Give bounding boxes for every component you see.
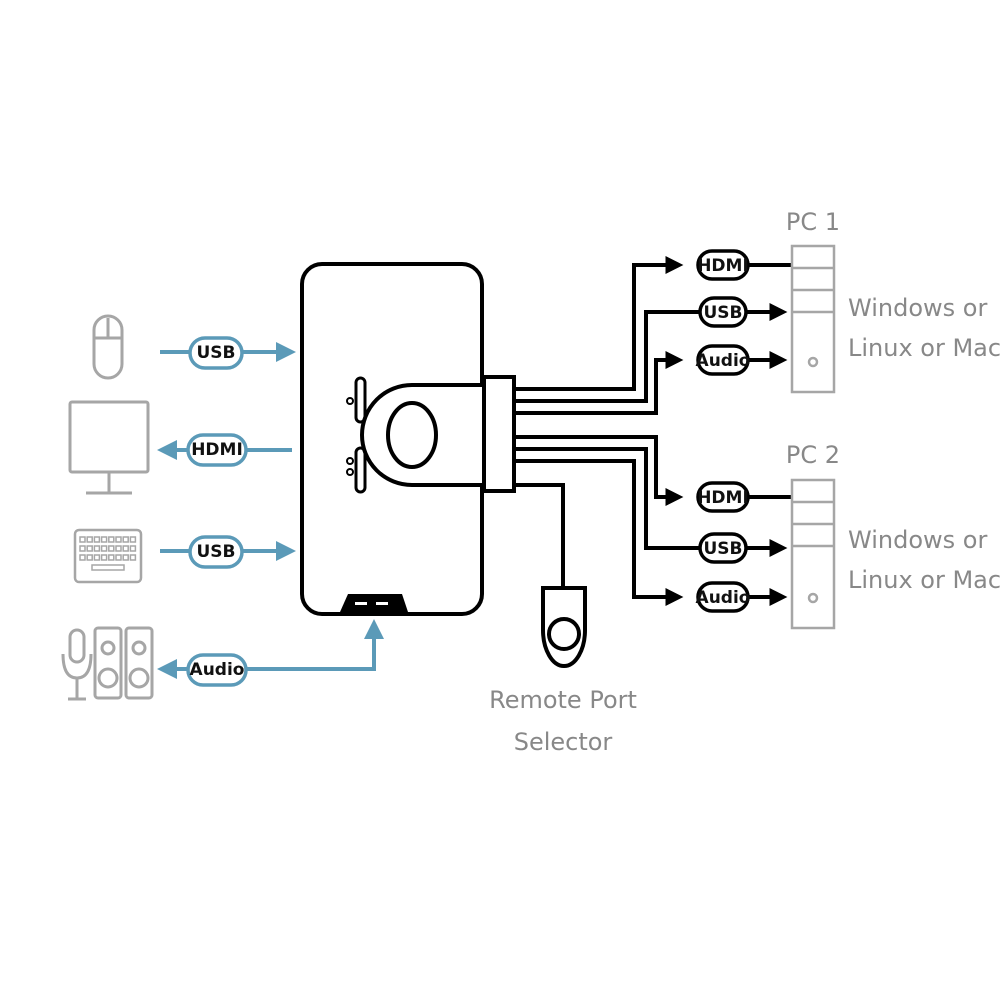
keyboard-key — [122, 554, 129, 561]
port2-led-a — [346, 457, 354, 465]
pc1-hdmi-label: HDMI — [696, 249, 750, 281]
svg-text:USB: USB — [703, 539, 742, 559]
keyboard-key — [93, 554, 101, 561]
pc1-os-line2: Linux or Mac — [848, 334, 1000, 362]
keyboard-spacebar — [91, 564, 125, 571]
keyboard-key — [129, 545, 137, 552]
microphone-speakers-icon — [61, 626, 154, 701]
pc1-hdmi-wire — [514, 256, 684, 391]
remote-label-line2: Selector — [514, 728, 613, 756]
port1-button — [354, 376, 367, 424]
audio-port — [340, 594, 408, 612]
pc2-title: PC 2 — [786, 441, 840, 469]
pc2-usb-wire — [514, 447, 700, 550]
keyboard-key — [100, 545, 108, 552]
pc2-os-line2: Linux or Mac — [848, 566, 1000, 594]
svg-text:USB: USB — [196, 343, 235, 363]
pc-side-lines — [746, 263, 792, 606]
svg-text:Audio: Audio — [190, 660, 245, 680]
keyboard-key — [122, 536, 129, 543]
usb-label-mouse: USB — [188, 336, 244, 370]
keyboard-key — [93, 545, 101, 552]
remote-wire — [514, 483, 565, 588]
pc1-os-line1: Windows or — [848, 294, 987, 322]
port2-button — [354, 446, 367, 494]
keyboard-icon — [73, 528, 143, 584]
pc2-audio-label: Audio — [696, 581, 751, 613]
keyboard-key — [129, 554, 137, 561]
pc1-usb-wire — [514, 310, 700, 403]
keyboard-key — [86, 536, 93, 543]
pc2-hdmi-wire — [514, 435, 684, 506]
pc1-audio-wire — [514, 351, 684, 415]
pc1-tower-icon — [790, 244, 836, 394]
remote-label-line1: Remote Port — [489, 686, 637, 714]
pc1-usb-label: USB — [698, 296, 748, 328]
keyboard-key — [122, 545, 129, 552]
keyboard-key — [79, 554, 86, 561]
usb-label-keyboard: USB — [188, 535, 244, 569]
keyboard-key — [115, 536, 122, 543]
svg-text:HDMI: HDMI — [697, 256, 749, 276]
keyboard-key — [108, 554, 115, 561]
pc2-os-line1: Windows or — [848, 526, 987, 554]
keyboard-key — [115, 554, 122, 561]
remote-port-selector-icon — [541, 586, 587, 668]
svg-text:HDMI: HDMI — [697, 488, 749, 508]
pc2-tower-icon — [790, 478, 836, 630]
svg-text:Audio: Audio — [696, 588, 751, 608]
kvm-switch — [300, 262, 516, 616]
cable-bundle — [514, 256, 700, 606]
keyboard-key — [79, 536, 86, 543]
cable-connector — [482, 375, 516, 493]
port1-led — [346, 397, 354, 405]
keyboard-key — [108, 545, 115, 552]
keyboard-key — [79, 545, 86, 552]
keyboard-key — [115, 545, 122, 552]
audio-label-speakers: Audio — [186, 653, 248, 687]
svg-text:HDMI: HDMI — [191, 440, 243, 460]
pc2-audio-wire — [514, 459, 684, 606]
mouse-icon — [92, 314, 124, 380]
port2-led-b — [346, 468, 354, 476]
keyboard-key — [108, 536, 115, 543]
hdmi-label-monitor: HDMI — [186, 433, 248, 467]
keyboard-key — [86, 554, 93, 561]
svg-text:USB: USB — [196, 542, 235, 562]
keyboard-key — [93, 536, 101, 543]
pc1-title: PC 1 — [786, 208, 840, 236]
keyboard-key — [100, 554, 108, 561]
svg-text:USB: USB — [703, 303, 742, 323]
pc2-hdmi-label: HDMI — [696, 481, 750, 513]
pc1-audio-label: Audio — [696, 344, 751, 376]
svg-text:Audio: Audio — [696, 351, 751, 371]
keyboard-key — [86, 545, 93, 552]
monitor-icon — [68, 400, 150, 495]
keyboard-key — [129, 536, 137, 543]
pc2-usb-label: USB — [698, 532, 748, 564]
keyboard-key — [100, 536, 108, 543]
